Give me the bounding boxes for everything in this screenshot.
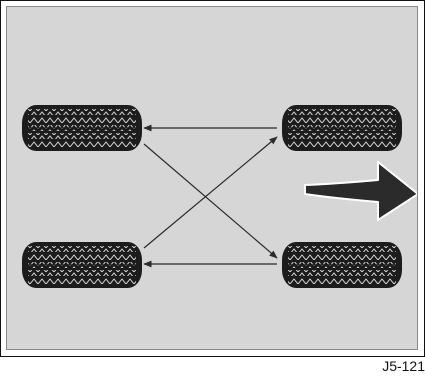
- arrow-front-left-to-rear-right: [143, 143, 278, 259]
- tire-rear-right-icon: [281, 241, 403, 289]
- tire-front-right-icon: [281, 104, 403, 152]
- figure-frame: [0, 0, 425, 357]
- tire-rear-left-icon: [21, 241, 143, 289]
- diagram-panel: [6, 6, 418, 350]
- arrow-rear-left-to-front-right: [143, 136, 278, 249]
- tire-rotation-diagram: [21, 104, 417, 289]
- tire-front-left-icon: [21, 104, 143, 152]
- figure-code: J5-121: [382, 358, 425, 374]
- direction-arrow-icon: [304, 161, 417, 221]
